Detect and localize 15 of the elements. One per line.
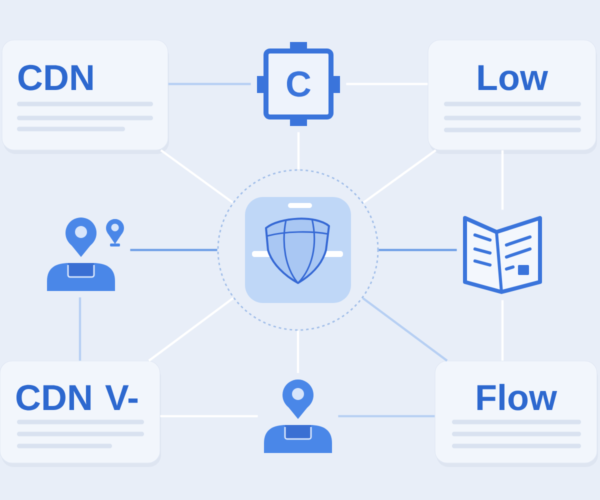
person-pin-icon [47, 218, 124, 291]
connector-line [160, 149, 234, 204]
text-card: CDN [2, 40, 169, 154]
person-pin-icon [264, 380, 332, 453]
text-card: Flow [434, 360, 598, 467]
connector-line [362, 297, 448, 362]
text-card: Low [428, 40, 597, 154]
connector-line [130, 248, 218, 252]
connector-line [168, 82, 251, 86]
connector-line [338, 415, 435, 418]
connector-line [148, 297, 234, 362]
connector-line [78, 297, 82, 361]
text-card: CDN V- [0, 360, 161, 467]
connector-line [378, 248, 457, 252]
connector-line [362, 149, 436, 204]
